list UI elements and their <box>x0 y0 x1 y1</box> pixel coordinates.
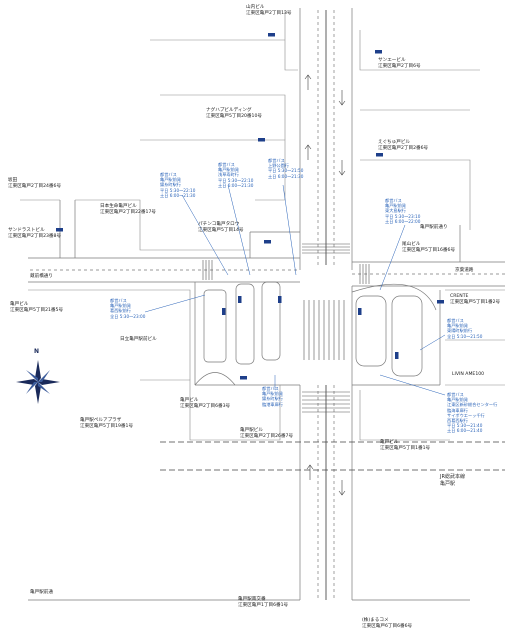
crosswalk-east <box>359 264 370 284</box>
bus-stop-callout[interactable]: 都営バス 亀戸駅前発 江東区新砂総合センター行 臨海車庫行 サイボウエーッ千行 … <box>447 392 498 434</box>
street-label: 亀戸駅前通り <box>420 225 448 230</box>
bus-stop-icon[interactable] <box>240 376 247 380</box>
bus-island <box>261 281 281 361</box>
building-label: LIVIN AME100 <box>452 372 485 377</box>
building-label: ナグハプビルディング 江東区亀戸5丁目20番10号 <box>206 108 262 119</box>
building-label: CRENTE 江東区亀戸5丁目1番2号 <box>450 294 501 305</box>
compass-needle-west <box>16 379 38 385</box>
road-lines <box>28 8 505 601</box>
railway-line <box>160 441 505 471</box>
callout-leaders <box>144 184 446 396</box>
callout-leader <box>181 194 229 276</box>
compass-star <box>38 382 50 394</box>
building-label: 亀戸駅前通 <box>30 590 53 595</box>
building-label: 亀戸ビル 江東区亀戸5丁目1番1号 <box>380 440 431 451</box>
compass-star <box>38 370 50 382</box>
lane-arrow <box>304 74 312 90</box>
building-label: 亀戸ビル 江東区亀戸5丁目21番5号 <box>10 302 64 313</box>
lane-arrow <box>306 464 314 480</box>
building-outline <box>359 30 480 71</box>
crosswalk-west <box>202 260 213 280</box>
curb-curve <box>194 372 236 386</box>
bus-island <box>235 283 255 365</box>
building-label: 尾山ビル 江東区亀戸5丁目16番6号 <box>402 242 456 253</box>
bus-stop-callout[interactable]: 都営バス 亀戸駅前発 葛西駅前行 全日 5:30～23:00 <box>110 298 146 319</box>
bus-island <box>355 295 387 367</box>
building-outline <box>359 390 450 441</box>
callout-leader <box>144 294 206 313</box>
curb-curve <box>351 283 437 311</box>
crosswalk-north <box>302 243 350 254</box>
building-label: 日立亀戸駅前ビル <box>120 337 157 342</box>
compass-star <box>26 382 38 394</box>
bus-stop-callout[interactable]: 都営バス 上野公園行 平日 5:30～21:50 土日 6:00～21:30 <box>268 158 304 179</box>
railway-label: JR総武本線亀戸駅 <box>440 474 465 487</box>
bus-stop-icon[interactable] <box>222 308 226 315</box>
callout-leader <box>282 184 297 276</box>
callout-leader <box>419 334 446 351</box>
lane-arrow <box>304 144 312 160</box>
building-label: サンドラストビル 江東区亀戸2丁目23番8号 <box>8 228 62 239</box>
compass-needle-south <box>35 382 41 404</box>
bus-stop-icon[interactable] <box>376 153 383 157</box>
bus-stop-callout[interactable]: 都営バス 亀戸駅前発 東大島駅行 平日 5:30～23:10 土日 6:00～2… <box>385 198 421 224</box>
bus-stop-callout[interactable]: 都営バス 亀戸駅前発 錦糸町駅行 平日 5:30～22:10 土日 6:00～2… <box>160 172 196 198</box>
building-label: (株)まるコメ 江東区亀戸6丁目6番6号 <box>362 618 413 629</box>
building-label: 山内ビル 江東区亀戸2丁目13号 <box>246 5 292 16</box>
building-label: 亀戸駅ペルアプラザ 江東区亀戸5丁目19番1号 <box>80 418 134 429</box>
building-outline <box>360 159 471 230</box>
lane-arrow <box>338 90 346 106</box>
building-label: サンエービル 江東区亀戸2丁目6号 <box>378 58 421 69</box>
building-label: 亀戸駅南交番 江東区亀戸1丁目6番1号 <box>238 597 289 608</box>
callout-leader <box>227 184 251 276</box>
bus-stop-icon[interactable] <box>238 296 242 303</box>
building-outline <box>75 199 250 251</box>
bus-stop-markers <box>56 33 444 380</box>
bus-stop-icon[interactable] <box>358 308 362 315</box>
compass-north-label: N <box>34 348 40 355</box>
bus-stop-icon[interactable] <box>278 296 282 303</box>
compass-needle-north <box>35 360 41 382</box>
bus-stop-icon[interactable] <box>437 300 444 304</box>
compass-star <box>26 370 38 382</box>
compass-needle-east <box>38 379 60 385</box>
lane-arrow <box>338 480 346 496</box>
bus-stop-callout[interactable]: 都営バス 亀戸駅前発 東陽町駅前行 全日 5:10～21:50 <box>447 318 483 339</box>
building-outline <box>284 10 298 71</box>
building-label: 日本生命亀戸ビル 江東区亀戸2丁目22番17号 <box>100 204 156 215</box>
callout-leader <box>379 374 446 396</box>
crosswalk-south <box>302 391 350 413</box>
building-outline <box>140 139 286 201</box>
lane-arrows <box>304 74 346 496</box>
building-outlines <box>20 10 505 441</box>
lane-arrow <box>338 160 346 176</box>
bus-stop-icon[interactable] <box>56 228 63 232</box>
bus-island <box>203 289 227 363</box>
building-label: パチンコ亀戸タロウ 江東区亀戸5丁目14号 <box>198 222 244 233</box>
crosswalk-middle <box>303 300 345 360</box>
building-label: えぐちゅ戸ビル 江東区亀戸2丁目2番6号 <box>378 140 429 151</box>
street-label: 京葉道路 <box>455 268 474 273</box>
street-label: 蔵前橋通り <box>30 274 53 279</box>
bus-stop-icon[interactable] <box>264 240 271 244</box>
building-label: 亀戸ビル 江東区亀戸2丁目6番3号 <box>180 398 231 409</box>
building-outline <box>160 94 286 140</box>
bus-stop-icon[interactable] <box>395 352 399 359</box>
bus-stop-icon[interactable] <box>258 138 265 142</box>
building-label: 坂田 江東区亀戸2丁目24番6号 <box>8 178 62 189</box>
bus-stop-callout[interactable]: 都営バス 亀戸駅前発 浅草寿町行 平日 5:30～22:10 土日 6:00～2… <box>218 162 254 188</box>
building-label: 亀戸駅ビル 江東区亀戸2丁目26番7号 <box>240 428 294 439</box>
compass-rose <box>16 360 60 404</box>
building-outline <box>28 289 191 380</box>
bus-stop-icon[interactable] <box>268 33 275 37</box>
bus-island <box>391 295 423 377</box>
building-outline <box>140 379 281 441</box>
bus-terminal-islands <box>194 281 437 386</box>
crosswalks <box>202 243 370 413</box>
bus-stop-callout[interactable]: 都営バス 亀戸駅前発 錦糸町駅行 臨港車庫行 <box>262 386 283 407</box>
bus-stop-icon[interactable] <box>375 50 382 54</box>
callout-leader <box>379 224 406 291</box>
